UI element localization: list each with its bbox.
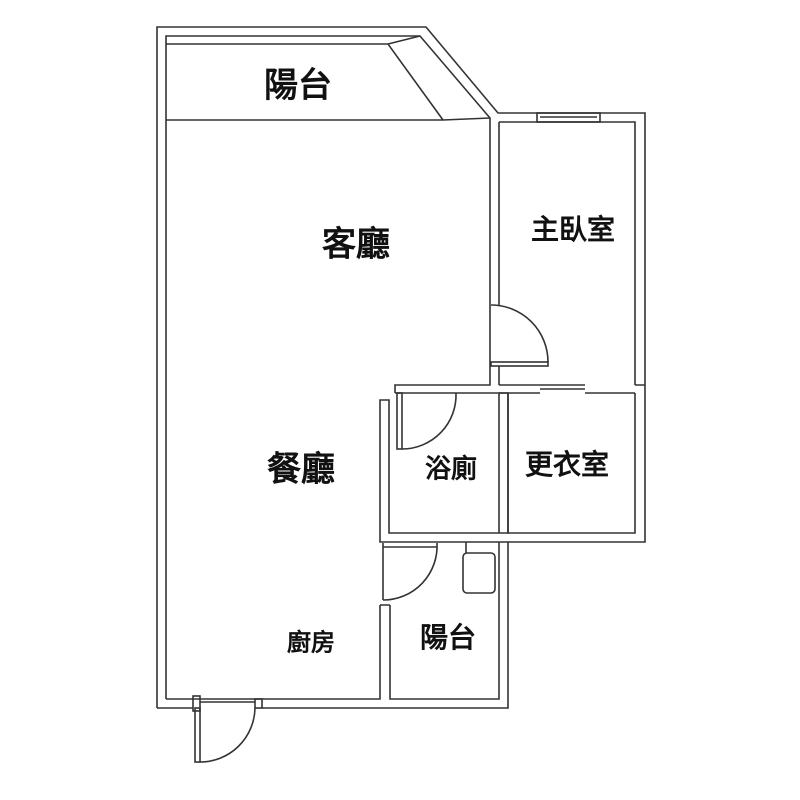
entry-door-leaf[interactable] bbox=[194, 707, 201, 763]
bathroom-walls bbox=[379, 392, 509, 543]
bedroom-walls bbox=[498, 121, 636, 534]
label-living-room: 客廳 bbox=[322, 224, 390, 265]
entry-door-jamb-right bbox=[254, 698, 263, 709]
label-dining-room: 餐廳 bbox=[267, 449, 335, 490]
washing-machine bbox=[462, 552, 496, 594]
balcony-top-railing bbox=[166, 35, 491, 121]
label-balcony-top: 陽台 bbox=[264, 65, 332, 106]
bathroom-door-swing bbox=[401, 392, 457, 450]
label-utility-balcony: 陽台 bbox=[419, 621, 477, 654]
label-bathroom: 浴廁 bbox=[424, 454, 478, 485]
entry-door-swing bbox=[199, 707, 256, 763]
inner-wall-living bbox=[165, 35, 491, 699]
bathroom-door-leaf[interactable] bbox=[396, 392, 403, 450]
label-walk-in-closet: 更衣室 bbox=[524, 448, 610, 481]
closet-top-wall bbox=[499, 384, 645, 394]
utility-door-swing bbox=[382, 542, 438, 601]
utility-balcony-walls bbox=[166, 542, 500, 700]
utility-door-leaf[interactable] bbox=[382, 543, 437, 600]
label-kitchen: 廚房 bbox=[287, 628, 335, 657]
outer-wall bbox=[156, 26, 646, 709]
bedroom-window bbox=[536, 112, 601, 123]
bedroom-door-swing bbox=[490, 304, 549, 363]
entry-door-jamb-left bbox=[192, 695, 201, 712]
bedroom-door-leaf[interactable] bbox=[490, 361, 549, 367]
label-master-bedroom: 主臥室 bbox=[530, 213, 616, 246]
